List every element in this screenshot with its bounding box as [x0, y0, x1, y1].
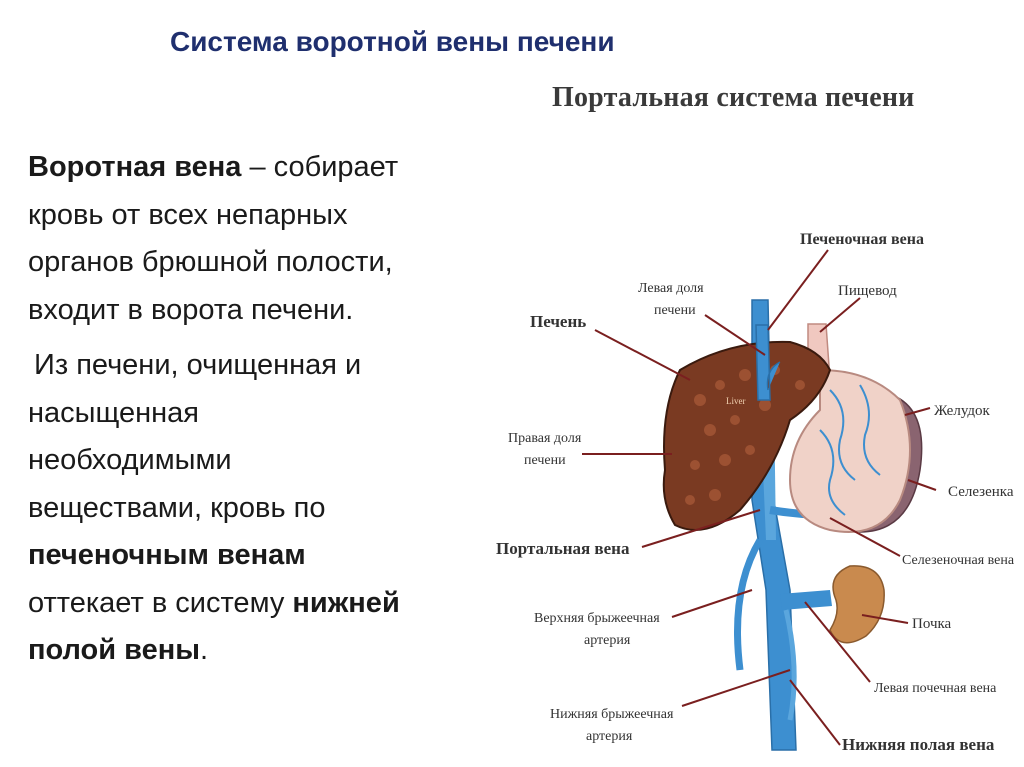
- label-left-renal-vein: Левая почечная вена: [874, 681, 997, 696]
- p1-line1: – собирает: [241, 151, 399, 183]
- paragraph-portal-vein: Воротная вена – собирает кровь от всех н…: [28, 144, 508, 334]
- label-sup-mes-1: Верхняя брыжеечная: [534, 611, 660, 626]
- label-esophagus: Пищевод: [838, 283, 897, 299]
- p2-period: .: [200, 634, 209, 666]
- label-ivc: Нижняя полая вена: [842, 735, 995, 754]
- term-portal-vein: Воротная вена: [28, 151, 242, 183]
- stomach-shape: [788, 368, 911, 533]
- slide-title: Система воротной вены печени: [170, 26, 615, 57]
- leader-lines: [582, 249, 937, 746]
- label-stomach: Желудок: [934, 403, 991, 419]
- label-inf-mes-2: артерия: [586, 729, 633, 744]
- figure-title: Портальная система печени: [552, 82, 915, 113]
- p1-line4: входит в ворота печени.: [28, 293, 354, 326]
- left-renal-vein-shape: [780, 590, 832, 610]
- p2-line4: веществами, кровь по: [28, 491, 326, 524]
- term-inferior: нижней: [292, 586, 400, 619]
- label-kidney: Почка: [912, 616, 952, 632]
- label-inf-mes-1: Нижняя брыжеечная: [550, 707, 674, 722]
- paragraph-hepatic-outflow: Из печени, очищенная и насыщенная необхо…: [28, 342, 508, 675]
- p1-line3: органов брюшной полости,: [28, 246, 393, 278]
- label-left-lobe-2: печени: [654, 303, 696, 318]
- label-right-lobe-2: печени: [524, 453, 566, 468]
- kidney-shape: [829, 565, 885, 644]
- term-vena-cava: полой вены: [28, 634, 201, 666]
- anatomy-diagram: Liver Печеночная вена Левая доля пече: [496, 231, 1015, 754]
- p2-line2: насыщенная: [28, 396, 200, 429]
- hepatic-vein-shape: [755, 324, 781, 401]
- p2-line3: необходимыми: [28, 444, 232, 476]
- p2-line1: Из печени, очищенная и: [34, 349, 362, 381]
- label-liver: Печень: [530, 312, 586, 331]
- p1-line2: кровь от всех непарных: [28, 198, 348, 231]
- liver-inscription: Liver: [726, 396, 746, 406]
- label-spleen: Селезенка: [948, 484, 1014, 500]
- superior-mesenteric-shape: [734, 538, 764, 671]
- label-hepatic-vein: Печеночная вена: [800, 231, 924, 248]
- gastric-vessels: [819, 384, 881, 516]
- p2-line6: оттекает в систему: [28, 586, 293, 619]
- label-splenic-vein: Селезеночная вена: [902, 553, 1015, 568]
- term-hepatic-veins: печеночным венам: [28, 539, 306, 571]
- label-right-lobe-1: Правая доля: [508, 431, 582, 446]
- label-sup-mes-2: артерия: [584, 633, 631, 648]
- label-left-lobe-1: Левая доля: [638, 281, 704, 296]
- portal-system-figure: Портальная система печени: [490, 70, 1024, 767]
- inferior-mesenteric-shape: [783, 609, 797, 721]
- label-portal-vein: Портальная вена: [496, 539, 630, 558]
- liver-shape: [662, 340, 832, 531]
